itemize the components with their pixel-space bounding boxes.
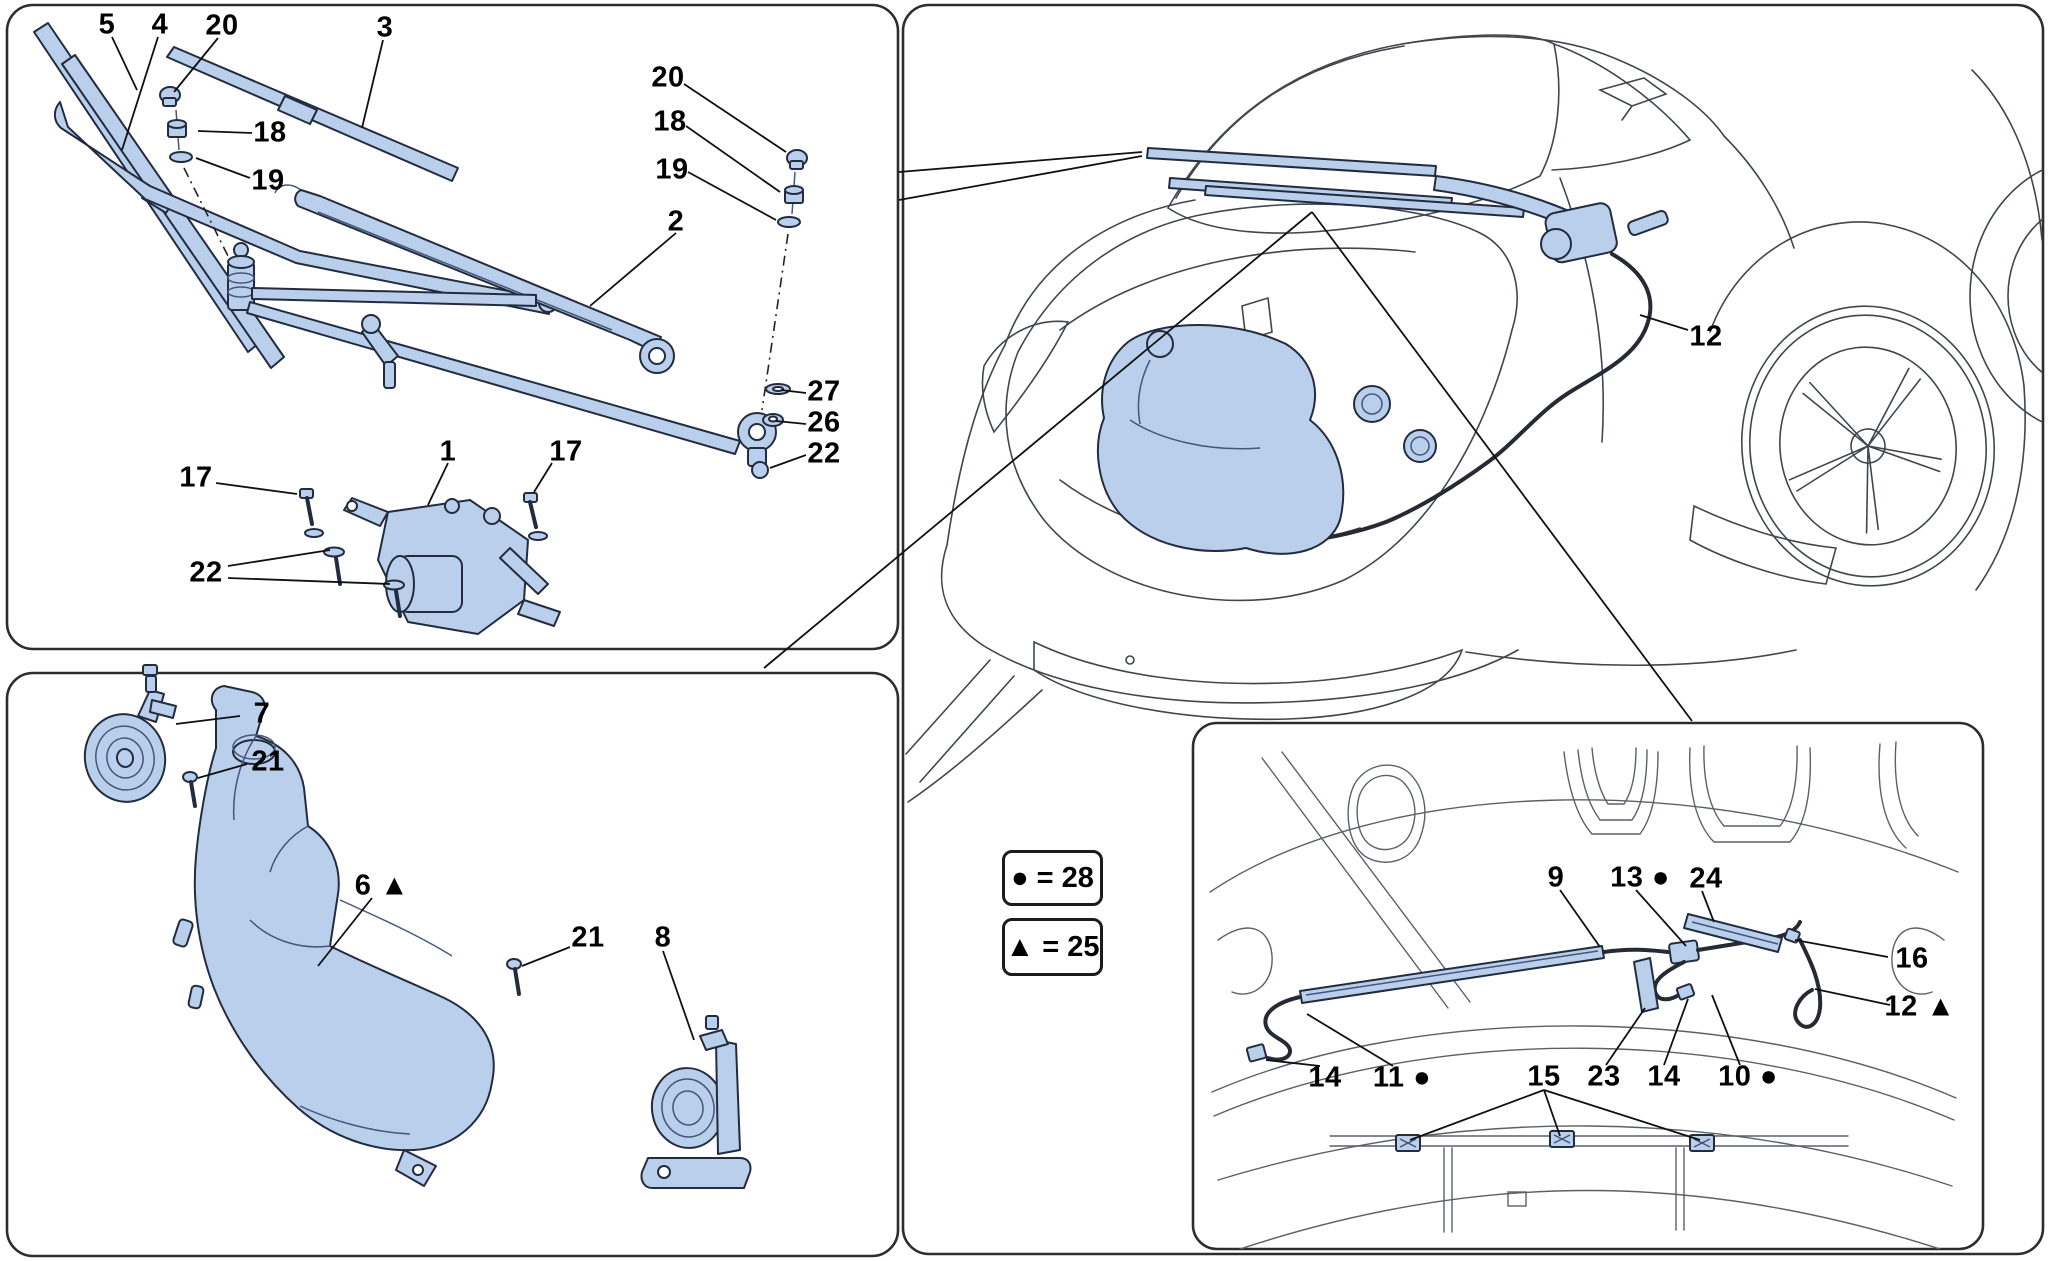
callout-7: 7 xyxy=(253,697,271,730)
callout-8: 8 xyxy=(654,921,672,954)
washer-tube-23 xyxy=(1633,957,1659,1013)
washer-horns-drawing xyxy=(83,664,752,1189)
callout-18a: 18 xyxy=(253,116,287,149)
legend-circle-text: ● = 28 xyxy=(1011,861,1094,894)
car-highlight-parts xyxy=(1096,147,1669,555)
hose-loop-12 xyxy=(1793,938,1823,1029)
washer-tube-9 xyxy=(1299,945,1605,1004)
hood-clip-15 xyxy=(1395,1134,1421,1152)
callout-20b: 20 xyxy=(651,61,685,94)
callout-21a: 21 xyxy=(251,745,285,778)
callout-10: 10 ● xyxy=(1718,1060,1778,1093)
callout-19a: 19 xyxy=(251,164,285,197)
callout-16: 16 xyxy=(1895,942,1929,975)
callout-5: 5 xyxy=(98,8,116,41)
callout-22b: 22 xyxy=(807,437,841,470)
callout-17a: 17 xyxy=(179,461,213,494)
callout-12b: 12 ▲ xyxy=(1884,990,1956,1023)
callout-26: 26 xyxy=(807,406,841,439)
callout-3: 3 xyxy=(376,11,394,44)
hose-connector-16 xyxy=(1783,927,1801,944)
callout-18b: 18 xyxy=(653,105,687,138)
legend-circle-quantity: ● = 28 xyxy=(1002,850,1103,906)
car-drawing xyxy=(905,34,2043,803)
hood-clip-15 xyxy=(1549,1130,1575,1148)
callout-15: 15 xyxy=(1527,1060,1561,1093)
callout-17b: 17 xyxy=(549,435,583,468)
legend-triangle-quantity: ▲ = 25 xyxy=(1002,918,1103,976)
callout-23: 23 xyxy=(1587,1060,1621,1093)
callout-27: 27 xyxy=(807,375,841,408)
callout-6: 6 ▲ xyxy=(354,869,410,902)
callout-22a: 22 xyxy=(189,556,223,589)
hose-connector-14-left xyxy=(1245,1043,1268,1063)
hood-inner-drawing xyxy=(1209,741,1959,1249)
wiper-exploded-drawing xyxy=(33,22,808,635)
callout-14a: 14 xyxy=(1308,1061,1342,1094)
callout-13: 13 ● xyxy=(1610,861,1670,894)
callout-12: 12 xyxy=(1689,320,1723,353)
callout-1: 1 xyxy=(439,435,457,468)
hood-leader-lines xyxy=(1265,889,1891,1141)
callout-20a: 20 xyxy=(205,9,239,42)
wiper-leader-lines xyxy=(111,36,807,585)
callout-21b: 21 xyxy=(571,921,605,954)
hood-tube-parts xyxy=(1245,913,1823,1152)
callout-11: 11 ● xyxy=(1372,1061,1432,1094)
callout-24: 24 xyxy=(1689,862,1723,895)
callout-14b: 14 xyxy=(1647,1060,1681,1093)
callout-4: 4 xyxy=(151,8,169,41)
legend-triangle-text: ▲ = 25 xyxy=(1005,930,1100,963)
hose-connector-14-center xyxy=(1675,983,1696,1001)
location-link-lines xyxy=(763,151,1693,722)
panel-hood-tubes xyxy=(1191,721,1985,1251)
car-washer-bottle xyxy=(1096,324,1345,555)
car-horn xyxy=(1353,385,1391,423)
callout-9: 9 xyxy=(1547,861,1565,894)
washer-leader-lines xyxy=(175,715,695,1041)
callout-2: 2 xyxy=(667,205,685,238)
panel-wiper-exploded xyxy=(5,3,900,651)
callout-19b: 19 xyxy=(655,153,689,186)
